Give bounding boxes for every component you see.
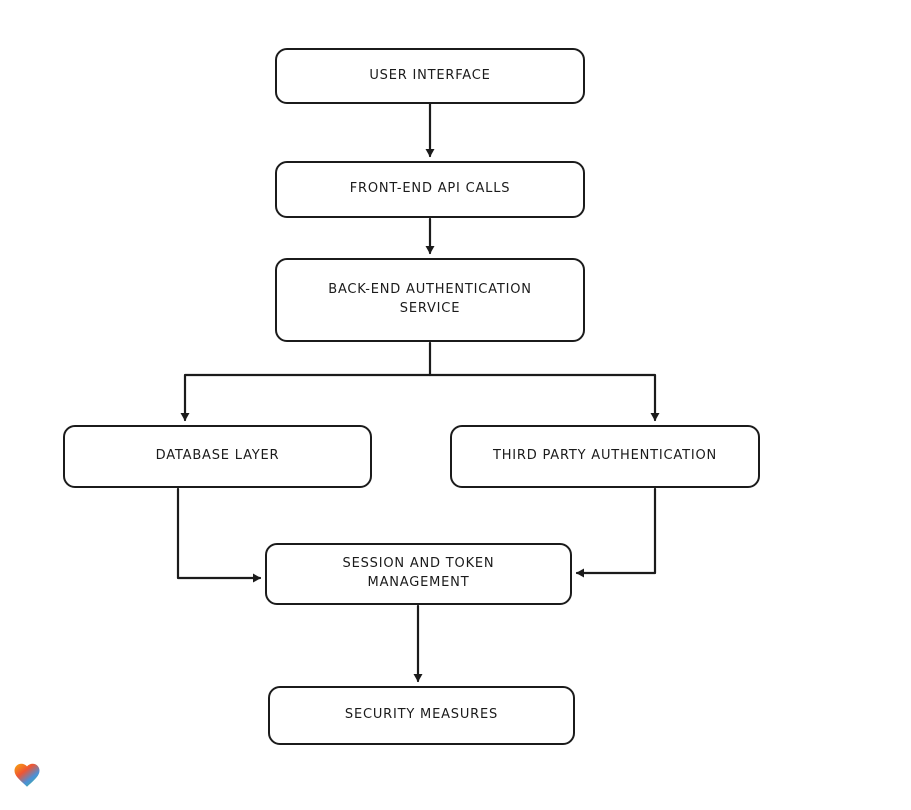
node-label: DATABASE LAYER	[155, 448, 280, 464]
edge-database-layer-to-session-and-token-management	[176, 487, 262, 583]
heart-logo[interactable]	[12, 760, 42, 790]
node-label: THIRD PARTY AUTHENTICATION	[492, 448, 718, 464]
node-label: BACK-END AUTHENTICATION SERVICE	[328, 282, 532, 316]
node-label: SECURITY MEASURES	[344, 707, 499, 723]
node-front-end-api-calls[interactable]: FRONT-END API CALLS	[275, 161, 585, 218]
node-third-party-authentication[interactable]: THIRD PARTY AUTHENTICATION	[450, 425, 760, 488]
node-database-layer[interactable]: DATABASE LAYER	[63, 425, 372, 488]
node-back-end-authentication-service[interactable]: BACK-END AUTHENTICATION SERVICE	[275, 258, 585, 342]
heart-icon	[14, 763, 40, 787]
node-security-measures[interactable]: SECURITY MEASURES	[268, 686, 575, 745]
edge-third-party-authentication-to-session-and-token-management	[575, 487, 657, 578]
edge-back-end-authentication-service-to-database-layer	[180, 341, 432, 422]
node-session-and-token-management[interactable]: SESSION AND TOKEN MANAGEMENT	[265, 543, 572, 605]
node-user-interface[interactable]: USER INTERFACE	[275, 48, 585, 104]
edge-back-end-authentication-service-to-third-party-authentication	[428, 373, 660, 422]
node-label: SESSION AND TOKEN MANAGEMENT	[342, 556, 495, 590]
node-label: FRONT-END API CALLS	[349, 181, 511, 197]
node-label: USER INTERFACE	[369, 67, 491, 83]
